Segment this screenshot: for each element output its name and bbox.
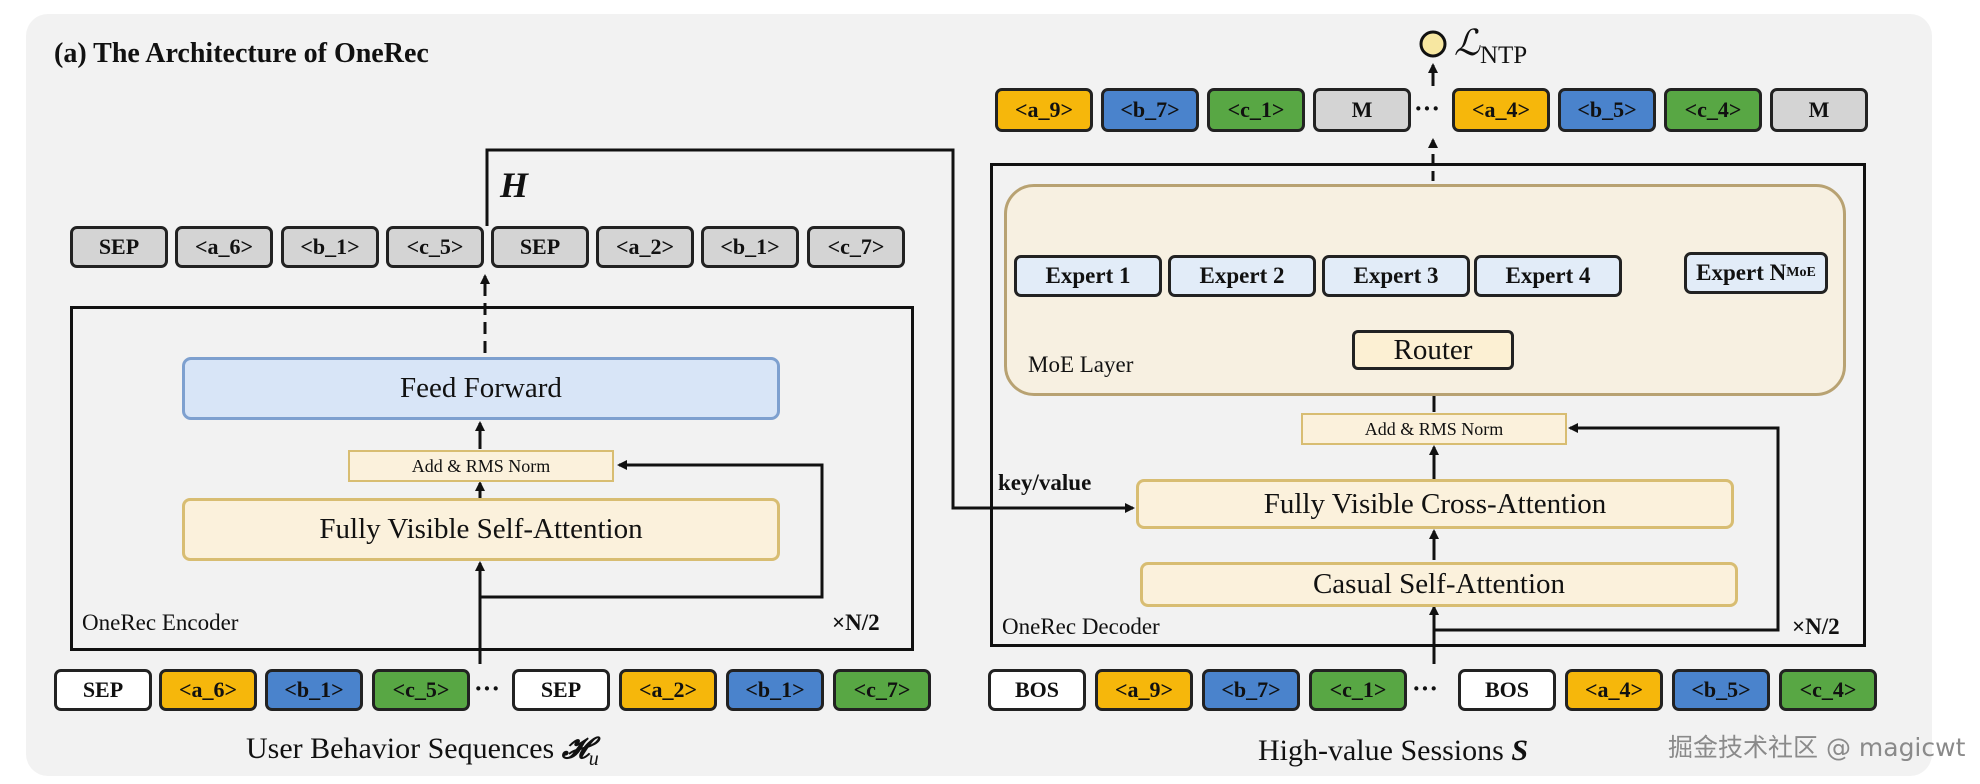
dec-out-token: <b_5> [1558, 88, 1656, 132]
loss-dot-icon [1419, 30, 1447, 58]
dec-in-token: <a_4> [1565, 669, 1663, 711]
encoder-frame [70, 306, 914, 651]
expert-n-subscript: MoE [1786, 265, 1816, 280]
dec-out-ellipsis: ··· [1414, 94, 1441, 123]
dec-in-token: <c_4> [1779, 669, 1877, 711]
figure-title: (a) The Architecture of OneRec [54, 38, 429, 69]
dec-in-token: BOS [988, 669, 1086, 711]
encoder-caption-subscript: u [588, 748, 599, 770]
dec-out-token: <c_1> [1207, 88, 1305, 132]
dec-in-ellipsis: ··· [1412, 674, 1439, 703]
decoder-repeat-label: ×N/2 [1792, 614, 1840, 639]
enc-out-token: <b_1> [281, 226, 379, 268]
encoder-caption-text: User Behavior Sequences [246, 732, 555, 765]
decoder-norm-block: Add & RMS Norm [1301, 413, 1567, 445]
enc-out-token: <a_2> [596, 226, 694, 268]
loss-symbol: ℒ [1454, 23, 1480, 63]
enc-out-token: <c_5> [386, 226, 484, 268]
enc-out-token: <a_6> [175, 226, 273, 268]
router-block: Router [1352, 330, 1514, 370]
decoder-caption-symbol: S [1511, 734, 1529, 767]
enc-in-token: SEP [54, 669, 152, 711]
encoder-caption-symbol: 𝓗 [561, 732, 589, 765]
key-value-label: key/value [998, 470, 1092, 495]
cross-attention-block: Fully Visible Cross-Attention [1136, 479, 1734, 529]
enc-in-token: <c_7> [833, 669, 931, 711]
enc-in-token: <a_2> [619, 669, 717, 711]
expert-block: Expert 4 [1474, 255, 1622, 297]
enc-in-token: SEP [512, 669, 610, 711]
watermark: 掘金技术社区 @ magicwt [1668, 733, 1966, 762]
encoder-label: OneRec Encoder [82, 610, 239, 635]
moe-label: MoE Layer [1028, 352, 1134, 377]
enc-in-token: <a_6> [159, 669, 257, 711]
causal-attention-block: Casual Self-Attention [1140, 562, 1738, 607]
hidden-state-label: H [500, 165, 529, 205]
decoder-caption-text: High-value Sessions [1258, 734, 1504, 767]
enc-in-token: <b_1> [726, 669, 824, 711]
dec-out-token: <c_4> [1664, 88, 1762, 132]
enc-in-token: <c_5> [372, 669, 470, 711]
dec-in-token: <b_7> [1202, 669, 1300, 711]
self-attention-block: Fully Visible Self-Attention [182, 498, 780, 561]
dec-out-token: M [1770, 88, 1868, 132]
dec-in-token: <c_1> [1309, 669, 1407, 711]
expert-block: Expert 1 [1014, 255, 1162, 297]
enc-out-token: SEP [491, 226, 589, 268]
dec-out-token: <b_7> [1101, 88, 1199, 132]
dec-out-token: <a_9> [995, 88, 1093, 132]
enc-out-token: SEP [70, 226, 168, 268]
dec-in-token: <b_5> [1672, 669, 1770, 711]
dec-in-token: BOS [1458, 669, 1556, 711]
dec-out-token: <a_4> [1452, 88, 1550, 132]
encoder-caption: User Behavior Sequences 𝓗u [246, 732, 599, 771]
encoder-repeat-label: ×N/2 [832, 610, 880, 635]
loss-label: ℒNTP [1454, 22, 1527, 70]
expert-block: Expert 2 [1168, 255, 1316, 297]
enc-in-ellipsis: ··· [474, 674, 501, 703]
dec-in-token: <a_9> [1095, 669, 1193, 711]
decoder-label: OneRec Decoder [1002, 614, 1160, 639]
decoder-caption: High-value Sessions S [1258, 734, 1528, 768]
loss-subscript: NTP [1479, 42, 1528, 70]
feed-forward-block: Feed Forward [182, 357, 780, 420]
enc-out-token: <b_1> [701, 226, 799, 268]
expert-block: Expert 3 [1322, 255, 1470, 297]
decoder-frame [990, 163, 1866, 647]
enc-in-token: <b_1> [265, 669, 363, 711]
encoder-norm-block: Add & RMS Norm [348, 450, 614, 482]
enc-out-token: <c_7> [807, 226, 905, 268]
dec-out-token: M [1313, 88, 1411, 132]
expert-n-label: Expert N [1696, 260, 1787, 285]
